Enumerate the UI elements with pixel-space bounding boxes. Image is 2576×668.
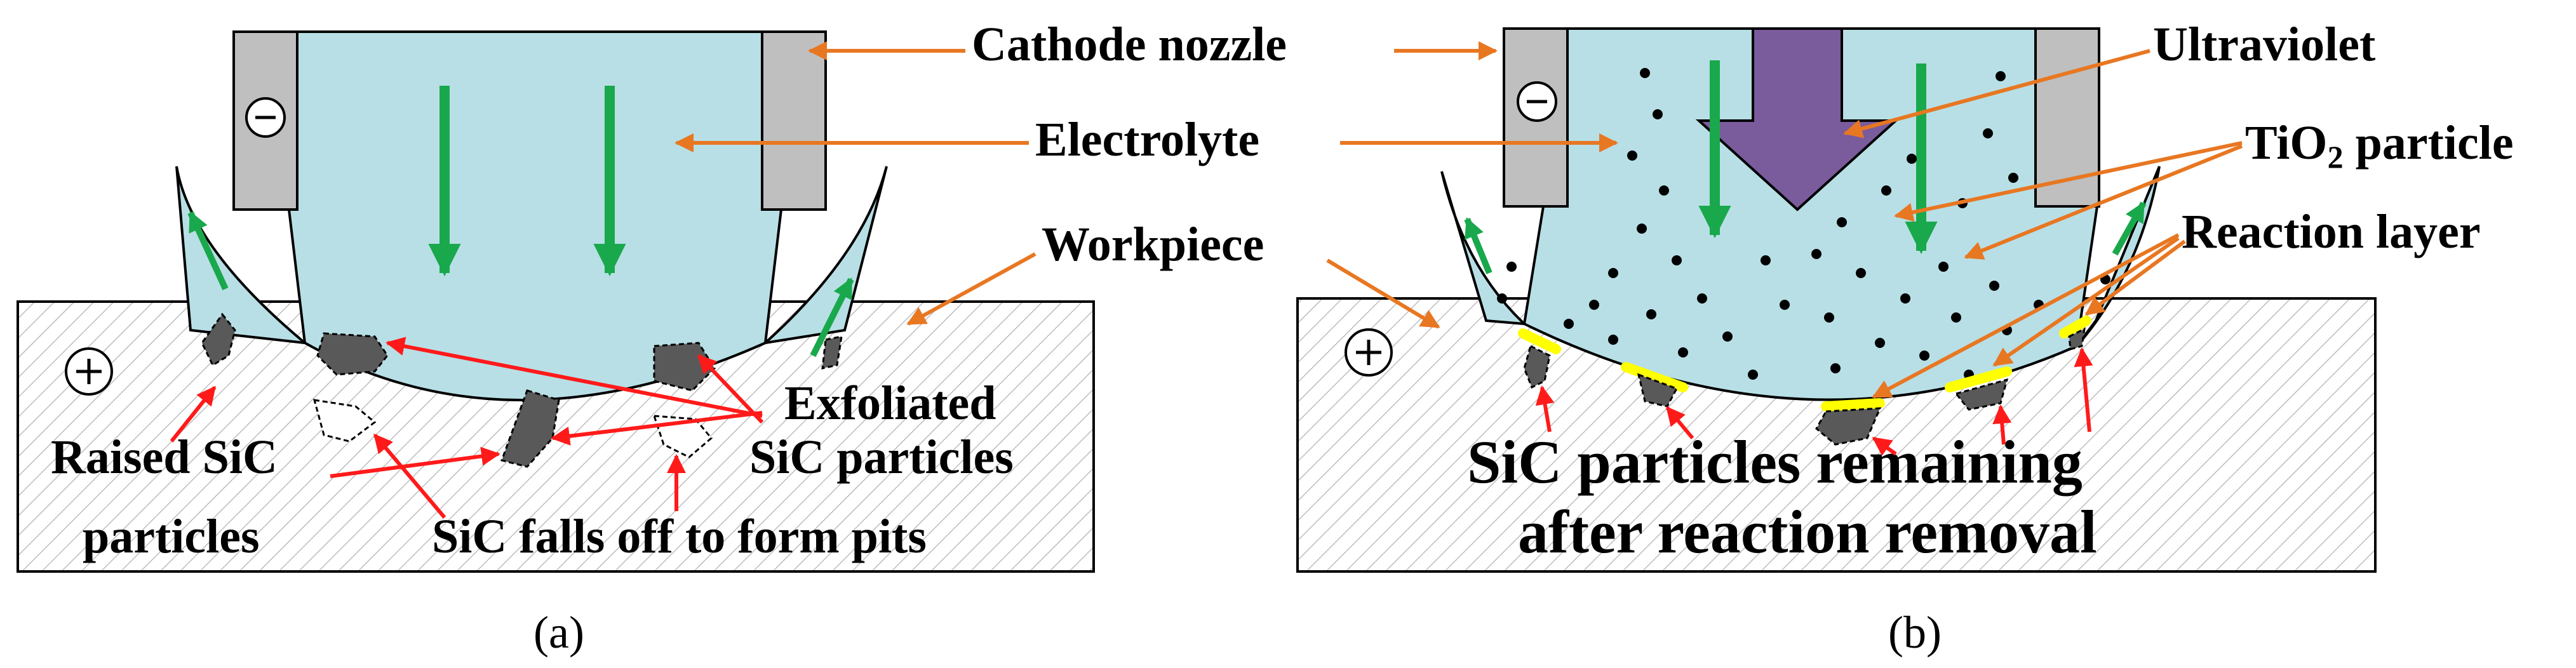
tio2-main: TiO xyxy=(2245,116,2328,170)
tio2-dot xyxy=(1989,281,1999,291)
cathode-nozzle-right-a xyxy=(761,30,827,211)
panel-a: Cathode nozzle Electrolyte Workpiece Exf… xyxy=(17,18,1287,658)
ultraviolet-arrow xyxy=(1695,27,1900,211)
tio2-dot xyxy=(1881,185,1891,196)
tio2-dot xyxy=(1875,338,1885,348)
flow-arrow-a-3 xyxy=(187,211,229,291)
label-exfoliated-2: SiC particles xyxy=(749,431,1014,484)
tio2-dot xyxy=(1748,370,1758,380)
tio2-dot xyxy=(1659,185,1669,196)
label-tio2: TiO2 particle xyxy=(2245,116,2514,175)
tio2-sub: 2 xyxy=(2328,139,2344,175)
tio2-dot xyxy=(1780,300,1790,310)
flow-arrow-a-4 xyxy=(810,277,854,357)
arrow-reaction-1 xyxy=(1872,233,2180,399)
label-remaining-1: SiC particles remaining xyxy=(1467,428,2083,496)
tio2-dot xyxy=(2008,173,2018,183)
tio2-dot xyxy=(1678,347,1688,357)
tio2-dot xyxy=(1938,262,1949,272)
arrow-raised-1 xyxy=(170,385,217,443)
label-raised-2: particles xyxy=(83,510,260,563)
caption-a: (a) xyxy=(533,607,584,658)
label-exfoliated-1: Exfoliated xyxy=(784,377,996,430)
label-remaining-2: after reaction removal xyxy=(1518,498,2097,566)
arrow-remaining-2 xyxy=(1665,406,1694,439)
label-raised-1: Raised SiC xyxy=(51,431,278,484)
flow-arrow-b-3 xyxy=(1464,217,1493,274)
arrow-reaction-3 xyxy=(2084,239,2186,316)
tio2-dot xyxy=(1837,217,1847,227)
tio2-dot xyxy=(1637,224,1647,234)
tio2-rest: particle xyxy=(2344,116,2514,170)
arrow-remaining-5 xyxy=(2074,347,2093,432)
reaction-layer-1 xyxy=(1518,328,1561,354)
sic-remaining-5 xyxy=(2068,327,2086,351)
tio2-dot xyxy=(1761,255,1771,265)
tio2-dot xyxy=(1672,255,1682,265)
tio2-dot xyxy=(1919,351,1929,361)
tio2-dot xyxy=(1830,363,1841,373)
tio2-dot xyxy=(1697,293,1707,304)
arrow-exfoliated-3 xyxy=(551,411,763,446)
label-reaction-layer: Reaction layer xyxy=(2182,205,2481,258)
arrow-pits-1 xyxy=(373,433,446,519)
arrow-remaining-3 xyxy=(1872,436,1897,456)
tio2-dot xyxy=(1983,128,1993,138)
tio2-dot xyxy=(1646,309,1656,319)
pit-1 xyxy=(312,399,377,443)
sic-remaining-3 xyxy=(1815,407,1882,446)
arrow-tio2-2 xyxy=(1964,144,2243,260)
label-cathode-nozzle: Cathode nozzle xyxy=(972,18,1287,71)
tio2-dot xyxy=(1996,71,2006,81)
arrow-remaining-1 xyxy=(1535,385,1555,432)
label-workpiece: Workpiece xyxy=(1042,218,1264,271)
splash-left-b xyxy=(1440,171,1528,326)
tio2-dot xyxy=(1951,312,1961,323)
reaction-layer-2 xyxy=(1621,362,1688,392)
sic-particle-exfoliated-2 xyxy=(500,389,560,468)
electrolyte-jet-b xyxy=(1503,27,2098,401)
tio2-dot xyxy=(1589,300,1599,310)
arrow-ultraviolet xyxy=(1843,49,2150,138)
splash-left-a xyxy=(175,166,309,345)
tio2-dot xyxy=(1722,331,1733,342)
arrow-exfoliated-1 xyxy=(386,337,763,418)
arrow-workpiece-a xyxy=(906,252,1036,326)
tio2-dot xyxy=(1564,319,1574,329)
arrow-tio2-1 xyxy=(1894,141,2243,222)
arrow-raised-2 xyxy=(330,446,500,478)
sic-remaining-4 xyxy=(1954,378,2009,411)
label-pits: SiC falls off to form pits xyxy=(432,510,927,563)
tio2-dot xyxy=(1608,268,1618,278)
tio2-dot xyxy=(1900,293,1910,304)
tio2-dot xyxy=(1653,109,1663,119)
panel-b: Ultraviolet TiO2 particle Reaction layer… xyxy=(1296,18,2514,658)
reaction-layer-5 xyxy=(2059,316,2091,338)
label-ultraviolet: Ultraviolet xyxy=(2153,18,2375,71)
sic-particle-raised-left xyxy=(201,312,236,367)
tio2-dot xyxy=(1811,249,1821,259)
tio2-dot xyxy=(1907,154,1917,164)
sic-particle-raised-right xyxy=(821,335,843,370)
flow-arrow-b-4 xyxy=(2112,201,2147,256)
reaction-layer-4 xyxy=(1945,366,2012,392)
tio2-dot xyxy=(1608,335,1618,345)
tio2-dot xyxy=(1824,312,1834,323)
sic-particle-exfoliated-1 xyxy=(316,332,389,376)
arrow-workpiece-b xyxy=(1326,258,1440,329)
tio2-dot xyxy=(1856,268,1866,278)
arrow-exfoliated-2 xyxy=(697,354,764,424)
pit-2 xyxy=(652,415,713,458)
splash-right-a xyxy=(761,166,888,345)
tio2-dot xyxy=(1640,68,1650,78)
reaction-layer-3 xyxy=(1821,398,1885,411)
arrow-remaining-4 xyxy=(1992,404,2012,445)
label-electrolyte: Electrolyte xyxy=(1035,113,1259,166)
tio2-dot xyxy=(1506,262,1517,272)
tio2-dot xyxy=(1627,150,1637,161)
caption-b: (b) xyxy=(1888,607,1942,658)
sic-remaining-1 xyxy=(1523,344,1551,389)
tio2-dot xyxy=(1497,293,1507,304)
